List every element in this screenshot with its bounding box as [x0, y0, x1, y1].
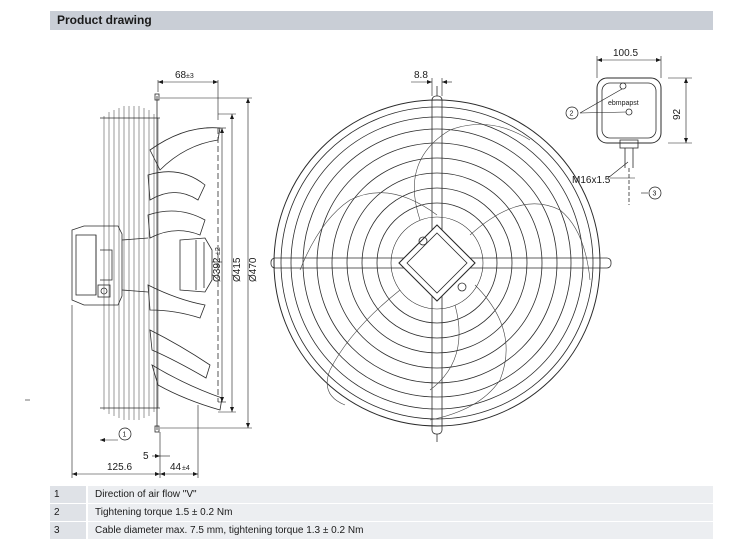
terminal-box	[596, 77, 662, 205]
dim-bottom-44: 44	[170, 462, 182, 473]
dim-bottom-5: 5	[143, 451, 149, 462]
legend-text: Direction of air flow "V"	[88, 486, 713, 503]
section-title: Product drawing	[57, 13, 152, 27]
legend-text: Tightening torque 1.5 ± 0.2 Nm	[88, 504, 713, 521]
front-view	[270, 86, 612, 442]
svg-text:1: 1	[123, 432, 127, 439]
legend-num: 2	[50, 504, 86, 521]
legend-row: 2 Tightening torque 1.5 ± 0.2 Nm	[50, 503, 713, 521]
svg-text:3: 3	[653, 191, 657, 198]
dim-bottom-44-tol: ±4	[182, 465, 190, 472]
legend-num: 3	[50, 522, 86, 539]
dim-bottom-125: 125.6	[107, 462, 132, 473]
dim-dia-392: Ø392	[212, 257, 223, 282]
callout-2: 2	[565, 106, 579, 120]
legend-num: 1	[50, 486, 86, 503]
dim-box-width: 100.5	[613, 48, 638, 59]
svg-text:2: 2	[570, 111, 574, 118]
side-dimensions	[25, 80, 252, 478]
side-view	[71, 93, 223, 433]
dim-top-depth-tol: ±3	[186, 73, 194, 80]
legend-row: 3 Cable diameter max. 7.5 mm, tightening…	[50, 521, 713, 539]
legend-row: 1 Direction of air flow "V"	[50, 485, 713, 503]
dim-dia-392-tol: ±2	[215, 247, 222, 255]
dim-box-height: 92	[672, 108, 683, 120]
dim-front-8-8: 8.8	[414, 70, 428, 81]
section-header: Product drawing	[50, 11, 713, 30]
callout-1: 1	[118, 427, 132, 441]
dim-dia-415: Ø415	[232, 257, 243, 282]
callout-3: 3	[648, 186, 662, 200]
legend-text: Cable diameter max. 7.5 mm, tightening t…	[88, 522, 713, 539]
dim-dia-470: Ø470	[248, 257, 259, 282]
dim-thread: M16x1.5	[572, 175, 611, 186]
brand-label: ebmpapst	[608, 100, 639, 107]
legend-table: 1 Direction of air flow "V" 2 Tightening…	[50, 485, 713, 539]
dim-top-depth: 68	[175, 70, 187, 81]
